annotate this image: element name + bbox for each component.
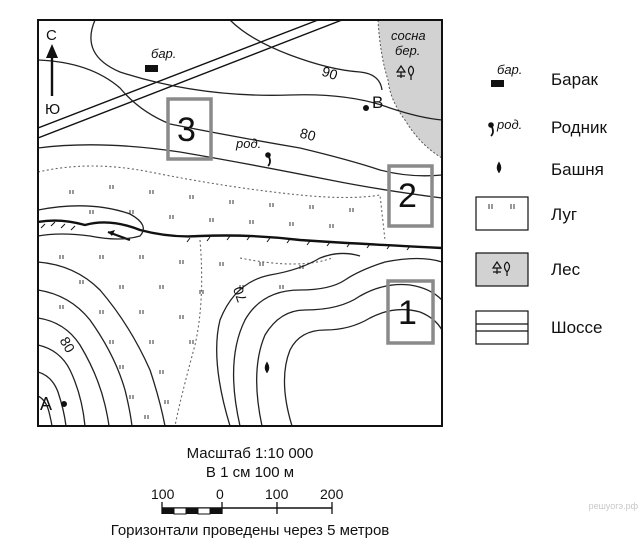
highway [38,20,343,139]
river [38,219,442,250]
svg-text:2: 2 [398,177,417,215]
svg-text:род.: род. [496,117,522,132]
scale-tick-100: 100 [265,486,289,502]
legend-tower-label: Башня [551,160,604,179]
compass-south-label: Ю [45,101,60,118]
contour-interval-note: Горизонтали проведены через 5 метров [110,522,390,539]
map-spring-label: род. [235,136,261,151]
contours-south [216,252,442,426]
legend-meadow-label: Луг [551,205,578,224]
legend-spring-symbol: род. [488,117,522,137]
map-frame [37,19,443,427]
scale-bar [161,502,333,515]
point-b-label: В [372,93,383,112]
forest-label-pine: сосна [391,28,426,43]
contour-label-90: 90 [320,63,340,83]
legend-spring-label: Родник [551,118,607,137]
meadow-border [38,165,386,426]
legend-tower-symbol [496,161,502,174]
forest-border [377,20,442,159]
barracks-icon [145,65,158,72]
compass-north-label: С [46,27,57,44]
svg-text:3: 3 [177,111,196,149]
scale-tick-0: 0 [216,486,224,502]
scale-subtitle: В 1 см 100 м [205,464,295,481]
contour-label-80: 80 [298,125,317,145]
contours-north [38,20,442,199]
point-b-marker [363,105,369,111]
point-a-marker [61,401,67,407]
scale-tick-200: 200 [320,486,344,502]
forest-icon [395,64,415,80]
tower-icon [264,361,270,374]
contour-label-80-southwest: 80 [57,334,79,356]
svg-text:1: 1 [398,294,417,332]
quadrant-3: 3 [166,97,213,161]
legend-highway-label: Шоссе [551,318,603,337]
quadrant-2: 2 [387,164,434,228]
contours-southwest [38,261,166,426]
legend-highway-symbol [475,310,529,345]
forest-label-birch: бер. [395,43,420,58]
quadrant-1: 1 [386,279,435,345]
legend-meadow-symbol [475,196,529,231]
legend-forest-label: Лес [551,260,581,279]
watermark: решуогэ.рф [588,501,638,511]
svg-text:бар.: бар. [497,62,522,77]
legend-forest-symbol [475,252,529,287]
meadow-hatching [59,185,354,419]
scale-tick-100-left: 100 [151,486,175,502]
map-barracks-label: бар. [151,46,176,61]
legend-barracks-symbol: бар. [491,62,522,87]
compass-arrow [46,44,58,96]
point-a-label: А [40,394,52,414]
forest-area [378,20,442,158]
legend-barracks-label: Барак [551,70,598,89]
scale-title: Масштаб 1:10 000 [186,445,314,462]
contour-label-70: 70 [230,284,250,304]
